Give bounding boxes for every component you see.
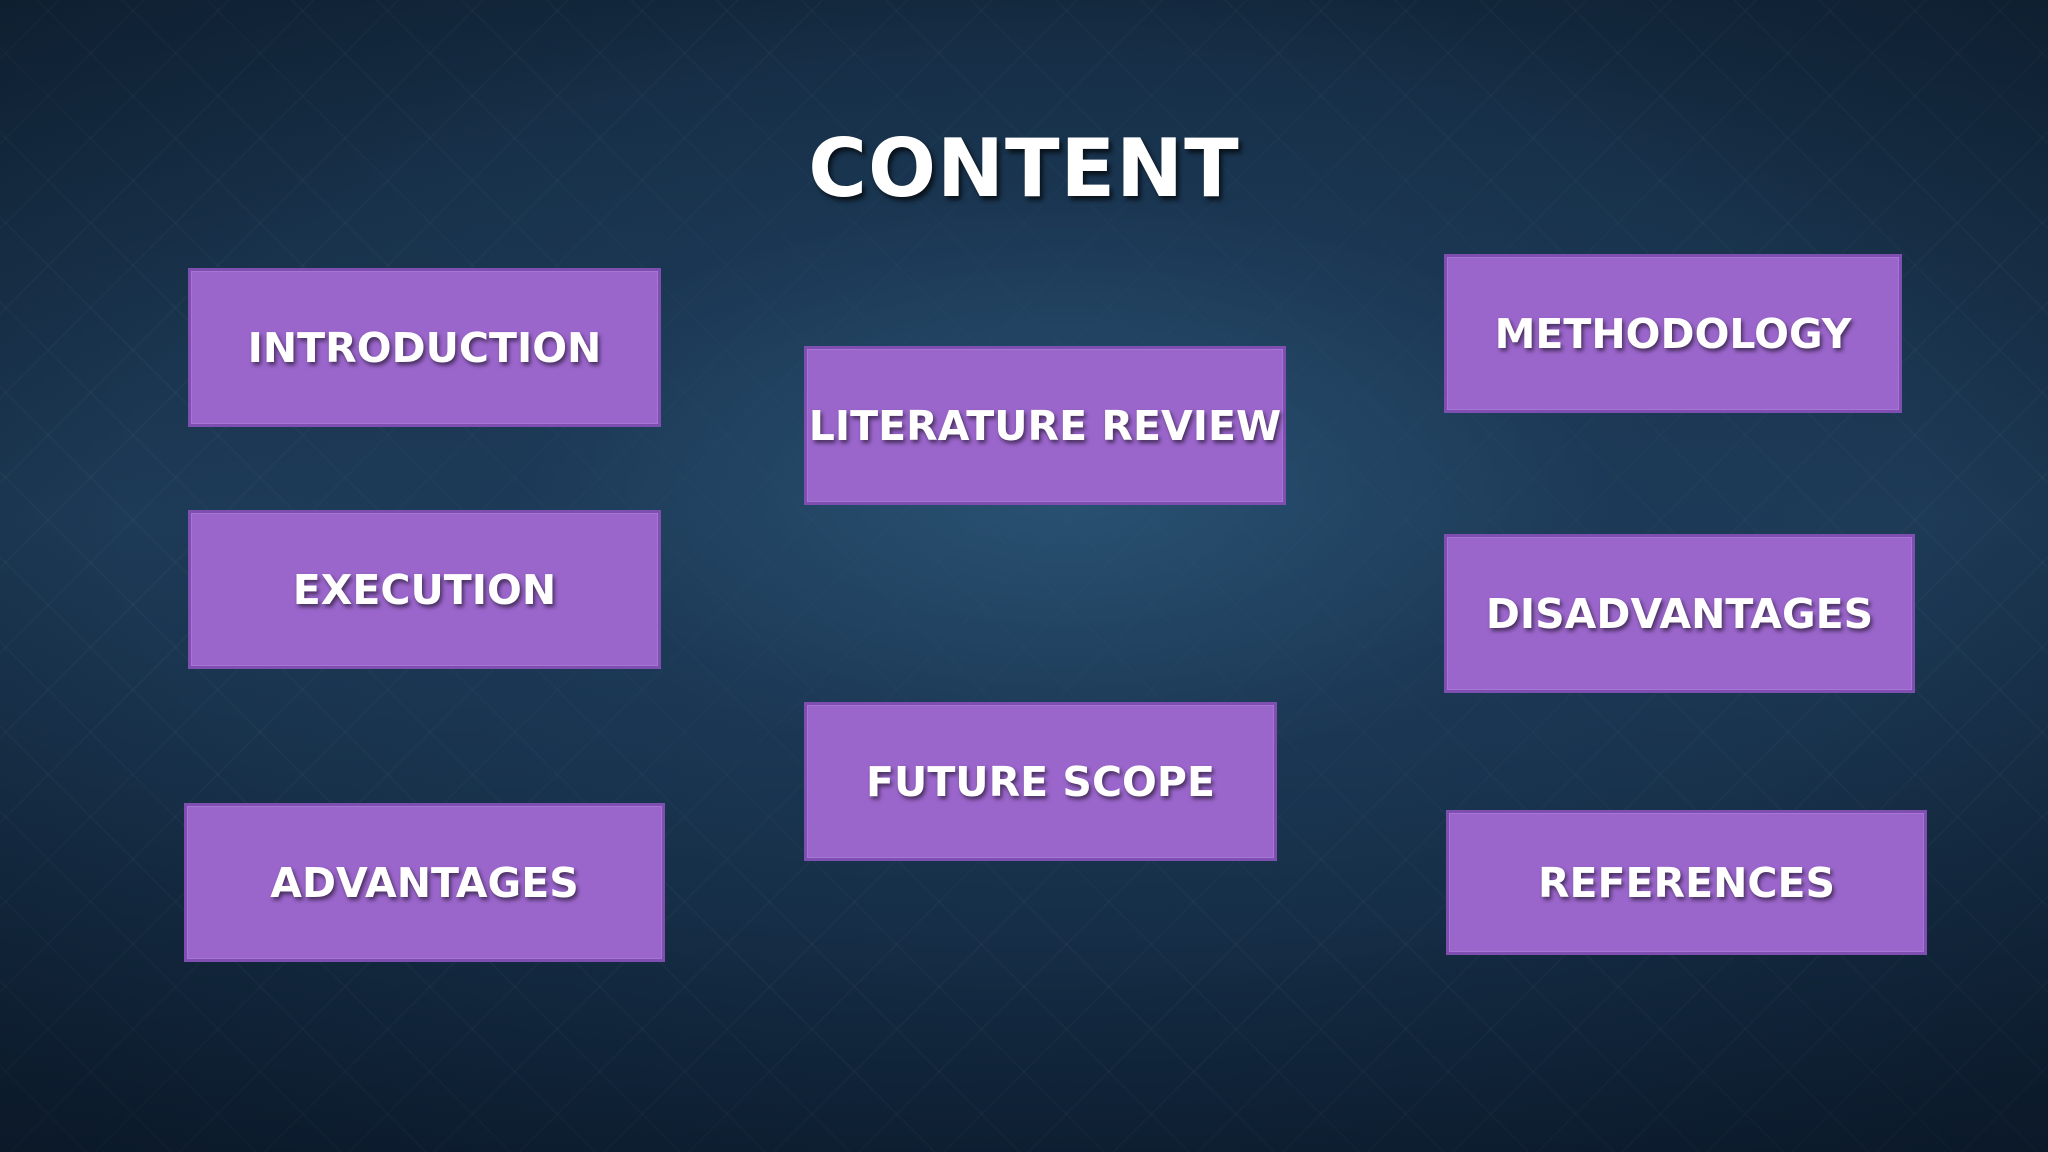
content-box-label: INTRODUCTION: [247, 323, 602, 372]
content-box-label: REFERENCES: [1537, 858, 1836, 907]
content-box-label: ADVANTAGES: [270, 858, 579, 907]
content-box-label: FUTURE SCOPE: [866, 757, 1215, 806]
content-box-label: METHODOLOGY: [1494, 309, 1852, 358]
content-box-literature-review[interactable]: LITERATURE REVIEW: [804, 346, 1286, 505]
content-box-label: DISADVANTAGES: [1485, 589, 1874, 638]
content-box-label: EXECUTION: [292, 565, 557, 614]
content-box-label: LITERATURE REVIEW: [808, 401, 1282, 450]
content-box-methodology[interactable]: METHODOLOGY: [1444, 254, 1902, 413]
content-box-introduction[interactable]: INTRODUCTION: [188, 268, 661, 427]
slide-title: CONTENT: [808, 122, 1240, 215]
content-box-future-scope[interactable]: FUTURE SCOPE: [804, 702, 1277, 861]
content-box-references[interactable]: REFERENCES: [1446, 810, 1927, 955]
content-box-disadvantages[interactable]: DISADVANTAGES: [1444, 534, 1915, 693]
content-box-advantages[interactable]: ADVANTAGES: [184, 803, 665, 962]
content-box-execution[interactable]: EXECUTION: [188, 510, 661, 669]
